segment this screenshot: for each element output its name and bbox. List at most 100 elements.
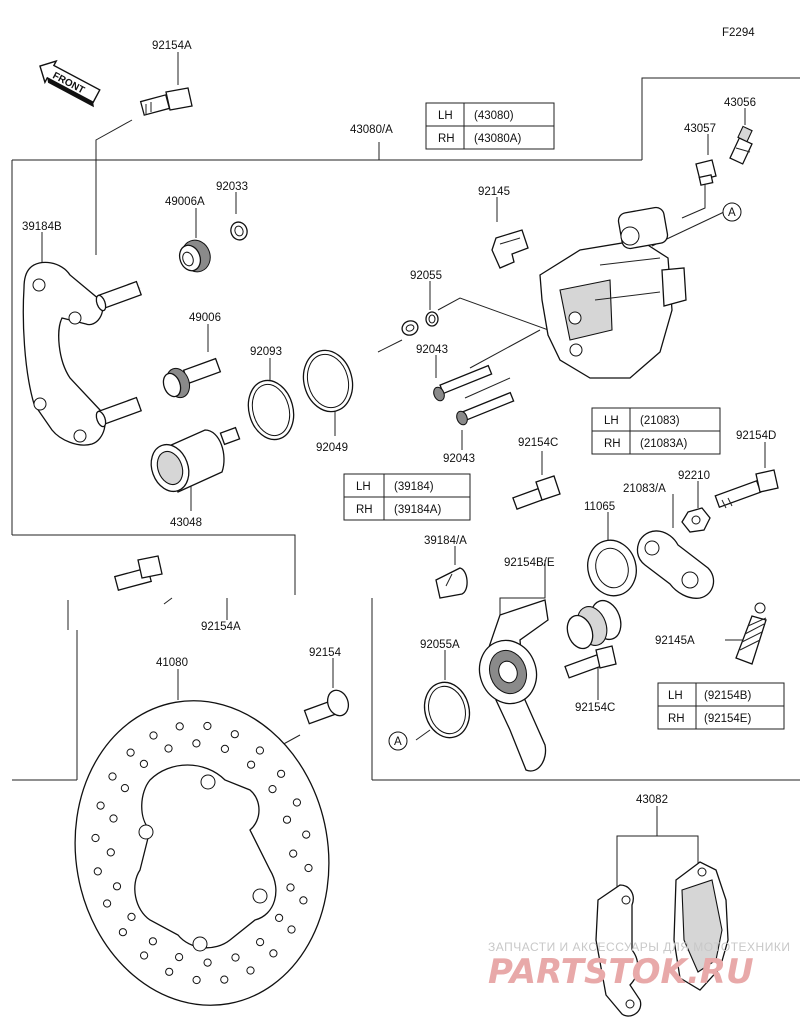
- svg-text:(92154B): (92154B): [704, 690, 751, 702]
- svg-text:A: A: [394, 736, 402, 748]
- table-39184: LH (39184) RH (39184A): [343, 473, 471, 521]
- label-41080: 41080: [156, 657, 188, 669]
- table-21083: LH (21083) RH (21083A): [591, 407, 721, 455]
- label-92093: 92093: [250, 346, 282, 358]
- disc-hole: [192, 975, 201, 985]
- svg-text:(43080A): (43080A): [474, 133, 521, 145]
- disc-hole: [140, 951, 149, 960]
- table-92154: LH (92154B) RH (92154E): [657, 682, 785, 730]
- disc-hole: [286, 883, 295, 892]
- label-92055: 92055: [410, 270, 442, 282]
- slide-pin-lower: [95, 396, 143, 428]
- disc-hole: [203, 721, 212, 731]
- bolt-92154c-upper: [512, 475, 561, 510]
- part-labels: 92154A 43080/A 43056 43057 92033 49006A …: [22, 40, 776, 806]
- disc-hole: [255, 746, 264, 755]
- disc-hole: [149, 731, 158, 740]
- arm-92154be: [478, 599, 549, 772]
- disc-hole: [120, 784, 130, 793]
- spring-clip-92145: [491, 229, 529, 269]
- watermark: ЗАПЧАСТИ И АКСЕССУАРЫ ДЛЯ МОТОТЕХНИКИ PA…: [488, 940, 790, 992]
- disc-hole: [299, 896, 308, 905]
- caliper-bracket-39184b: [22, 261, 106, 446]
- svg-text:(39184): (39184): [394, 481, 434, 493]
- bleeder-cap-43057: [695, 159, 717, 186]
- slide-pin-upper: [95, 280, 143, 312]
- label-43082: 43082: [636, 794, 668, 806]
- watermark-tagline: ЗАПЧАСТИ И АКСЕССУАРЫ ДЛЯ МОТОТЕХНИКИ: [488, 940, 790, 954]
- label-92154a-mid: 92154A: [201, 621, 241, 633]
- svg-text:LH: LH: [356, 481, 371, 493]
- label-92210: 92210: [678, 470, 710, 482]
- brake-pad-right-43082: [673, 861, 729, 991]
- disc-hole: [118, 928, 128, 937]
- disc-hole: [91, 833, 100, 843]
- spring-92145a: [735, 602, 767, 665]
- pin-92043-upper: [433, 364, 493, 402]
- disc-hole: [282, 815, 292, 824]
- svg-text:RH: RH: [604, 438, 621, 450]
- bolt-92154a-top: [139, 87, 193, 116]
- label-92033: 92033: [216, 181, 248, 193]
- disc-hole: [175, 722, 184, 731]
- disc-hole: [165, 967, 174, 976]
- disc-hole: [247, 760, 256, 769]
- svg-text:RH: RH: [356, 504, 373, 516]
- lever-21083: [636, 530, 715, 599]
- bolt-92154d: [714, 469, 779, 509]
- disc-hole: [96, 801, 105, 810]
- disc-hole: [292, 798, 301, 807]
- disc-hole: [175, 953, 184, 962]
- ring-92033: [230, 221, 248, 241]
- caliper-body-43080: [539, 206, 687, 379]
- bleeder-valve-43056: [729, 125, 753, 165]
- label-49006: 49006: [189, 312, 221, 324]
- callout-a-upper: A: [722, 202, 742, 222]
- label-43080a: 43080/A: [350, 124, 393, 136]
- label-92154be: 92154B/E: [504, 557, 555, 569]
- disc-hole: [109, 814, 118, 823]
- seal-92093: [247, 379, 295, 441]
- disc-hole: [203, 958, 212, 967]
- disc-hole: [139, 759, 148, 769]
- disc-hole: [275, 913, 284, 923]
- piston-43048: [150, 426, 241, 493]
- label-43057: 43057: [684, 123, 716, 135]
- label-43048: 43048: [170, 517, 202, 529]
- oring-92055a: [423, 681, 471, 739]
- disc-hole: [103, 899, 112, 908]
- seal-92049: [302, 349, 354, 413]
- disc-hole: [289, 849, 298, 858]
- brake-pad-left-43082: [595, 884, 642, 1017]
- disc-hole: [304, 863, 313, 873]
- disc-hole: [93, 867, 102, 876]
- disc-vent-holes: [91, 721, 313, 985]
- disc-hole: [220, 744, 229, 754]
- label-39184b: 39184B: [22, 221, 62, 233]
- svg-text:(92154E): (92154E): [704, 713, 751, 725]
- svg-text:RH: RH: [668, 713, 685, 725]
- disc-hole: [256, 938, 265, 947]
- label-92049: 92049: [316, 442, 348, 454]
- label-92145a: 92145A: [655, 635, 695, 647]
- disc-hole: [126, 748, 135, 757]
- table-43080: LH (43080) RH (43080A): [425, 102, 555, 150]
- disc-hole: [269, 949, 278, 958]
- seal-11065: [587, 539, 637, 597]
- disc-hole: [112, 882, 122, 891]
- label-39184a: 39184/A: [424, 535, 467, 547]
- label-92043-a: 92043: [416, 344, 448, 356]
- disc-hole: [287, 925, 296, 934]
- disc-hole: [192, 739, 201, 748]
- svg-text:(21083A): (21083A): [640, 438, 687, 450]
- svg-text:(43080): (43080): [474, 110, 514, 122]
- disc-hole: [127, 912, 136, 922]
- label-92055a: 92055A: [420, 639, 460, 651]
- svg-text:(21083): (21083): [640, 415, 680, 427]
- label-92154: 92154: [309, 647, 342, 659]
- svg-text:LH: LH: [604, 415, 619, 427]
- svg-text:A: A: [728, 207, 736, 219]
- label-92043-b: 92043: [443, 453, 475, 465]
- disc-hole: [277, 769, 286, 778]
- disc-hole: [268, 785, 277, 794]
